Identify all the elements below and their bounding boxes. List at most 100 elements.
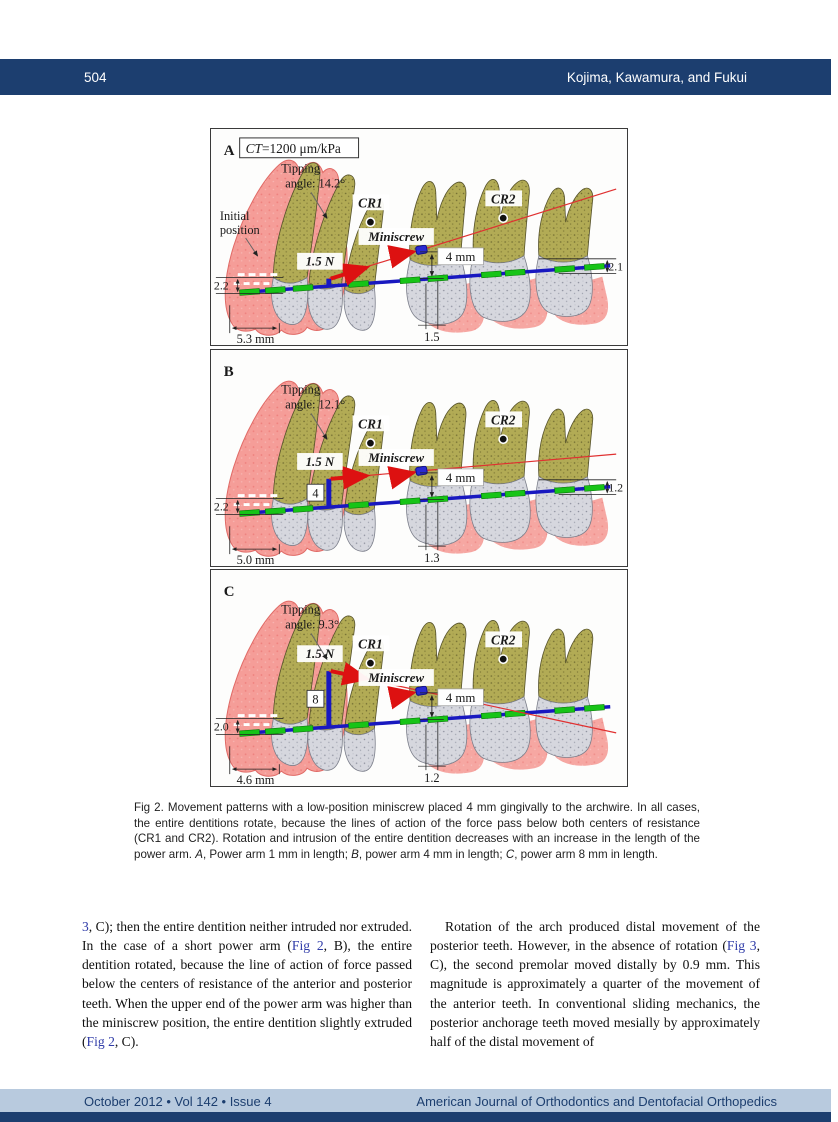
ct-label: CT=1200 μm/kPa [239,137,360,159]
footer-band: October 2012 • Vol 142 • Issue 4 America… [0,1089,831,1114]
svg-text:4 mm: 4 mm [446,691,476,705]
gap-measurement: 4 mm [419,247,484,279]
tipping-angle-label: Tipping angle: 14.2° [281,162,345,220]
svg-text:4 mm: 4 mm [446,470,476,484]
svg-text:Miniscrew: Miniscrew [367,450,424,464]
force-label: 1.5 N [297,252,343,270]
bracket [264,286,286,294]
svg-text:angle: 9.3°: angle: 9.3° [285,617,339,631]
footer-strip [0,1112,831,1122]
left-measurement: 2.0 [214,718,284,735]
bracket [480,711,502,720]
svg-text:Tipping: Tipping [281,603,320,617]
gap-measurement: 4 mm [419,468,484,500]
figure-panel-b: 4 mm CR1 CR2 Miniscrew 1.5 N 4 Tipping a… [210,348,628,567]
footer-journal-title: American Journal of Orthodontics and Den… [416,1094,777,1109]
figure-2: 4 mm CR1 CR2 Miniscrew 1.5 N CT=1200 μm/… [210,128,628,790]
figure-panel-a: 4 mm CR1 CR2 Miniscrew 1.5 N CT=1200 μm/… [210,128,628,346]
bracket [239,288,260,296]
cr1-marker: CR1 [352,414,390,448]
svg-text:position: position [220,223,260,237]
bracket [583,263,605,271]
svg-text:2.0: 2.0 [214,720,229,734]
svg-text:CR2: CR2 [491,412,516,427]
body-right-column: Rotation of the arch produced distal mov… [430,918,760,1050]
initial-position-label: Initial position [220,209,260,257]
bottom-middle-measurement: 1.3 [418,501,446,565]
bracket [239,508,260,517]
bracket [554,485,576,494]
dental-diagram: 4 mm CR1 CR2 Miniscrew 1.5 N 8 Tipping a… [214,584,617,786]
figure-reference-link[interactable]: Fig 2 [86,1034,115,1050]
bracket [348,280,369,288]
arm-length-label: 8 [306,689,325,708]
right-measurement: 2.1 [538,258,623,275]
bracket [480,270,502,279]
cr1-marker: CR1 [352,635,390,669]
svg-text:5.0 mm: 5.0 mm [237,553,275,566]
figure-reference-link[interactable]: 3 [82,918,89,934]
svg-text:Tipping: Tipping [281,382,320,396]
bracket [348,721,369,729]
bottom-left-measurement: 4.6 mm [229,746,280,786]
bracket [399,276,421,285]
bracket [264,506,286,515]
force-label: 1.5 N [297,452,343,470]
svg-text:2.2: 2.2 [214,499,229,513]
svg-text:1.3: 1.3 [424,551,439,565]
bracket [292,504,314,513]
figure-panel-c: 4 mm CR1 CR2 Miniscrew 1.5 N 8 Tipping a… [210,569,628,787]
figure-reference-link[interactable]: Fig 2 [291,937,324,953]
svg-text:8: 8 [312,693,318,707]
svg-text:4 mm: 4 mm [446,250,476,264]
svg-text:CR1: CR1 [358,195,383,210]
panel-letter: B [224,363,234,379]
svg-text:CR2: CR2 [491,632,516,647]
bottom-left-measurement: 5.0 mm [229,525,280,566]
left-measurement: 2.2 [214,497,284,515]
cr1-marker: CR1 [352,194,390,228]
bracket [292,725,314,733]
dental-diagram: 4 mm CR1 CR2 Miniscrew 1.5 N 4 Tipping a… [214,363,623,566]
svg-text:1.5 N: 1.5 N [306,454,335,468]
figure-reference-link[interactable]: Fig 3 [726,937,757,953]
bracket [239,729,260,737]
svg-text:1.2: 1.2 [424,771,439,785]
svg-text:4: 4 [312,486,318,500]
cr2-marker: CR2 [485,190,523,224]
bottom-middle-measurement: 1.2 [418,721,446,785]
bracket [504,268,526,277]
body-left-column: 3, C); then the entire dentition neither… [82,918,412,1050]
svg-text:1.5: 1.5 [424,330,439,344]
force-arrow [330,263,371,286]
figure-caption: Fig 2. Movement patterns with a low-posi… [134,801,700,862]
svg-text:angle: 14.2°: angle: 14.2° [285,176,345,190]
cr2-marker: CR2 [485,410,523,444]
svg-text:2.1: 2.1 [608,260,623,274]
right-measurement: 1.2 [538,478,623,495]
force-arrow [330,465,371,490]
bracket [583,704,605,712]
svg-text:1.2: 1.2 [608,480,623,494]
svg-text:5.3 mm: 5.3 mm [237,332,275,345]
svg-text:angle: 12.1°: angle: 12.1° [285,397,345,411]
svg-text:4.6 mm: 4.6 mm [237,773,275,786]
miniscrew-label: Miniscrew [358,669,434,686]
svg-text:2.2: 2.2 [214,279,229,293]
dental-diagram: 4 mm CR1 CR2 Miniscrew 1.5 N CT=1200 μm/… [214,137,623,345]
tipping-angle-label: Tipping angle: 9.3° [281,603,339,661]
page-number: 504 [84,69,107,85]
svg-text:Miniscrew: Miniscrew [367,671,424,685]
svg-text:CR2: CR2 [491,191,516,206]
force-label: 1.5 N [297,645,343,663]
running-head-authors: Kojima, Kawamura, and Fukui [566,69,747,85]
panel-letter: C [224,584,235,600]
bracket [399,496,421,505]
svg-text:1.5 N: 1.5 N [306,255,335,269]
svg-text:CR1: CR1 [358,416,383,431]
svg-text:Tipping: Tipping [281,162,320,176]
bracket [583,483,605,492]
arm-length-label: 4 [306,483,325,502]
svg-text:CR1: CR1 [358,636,383,651]
